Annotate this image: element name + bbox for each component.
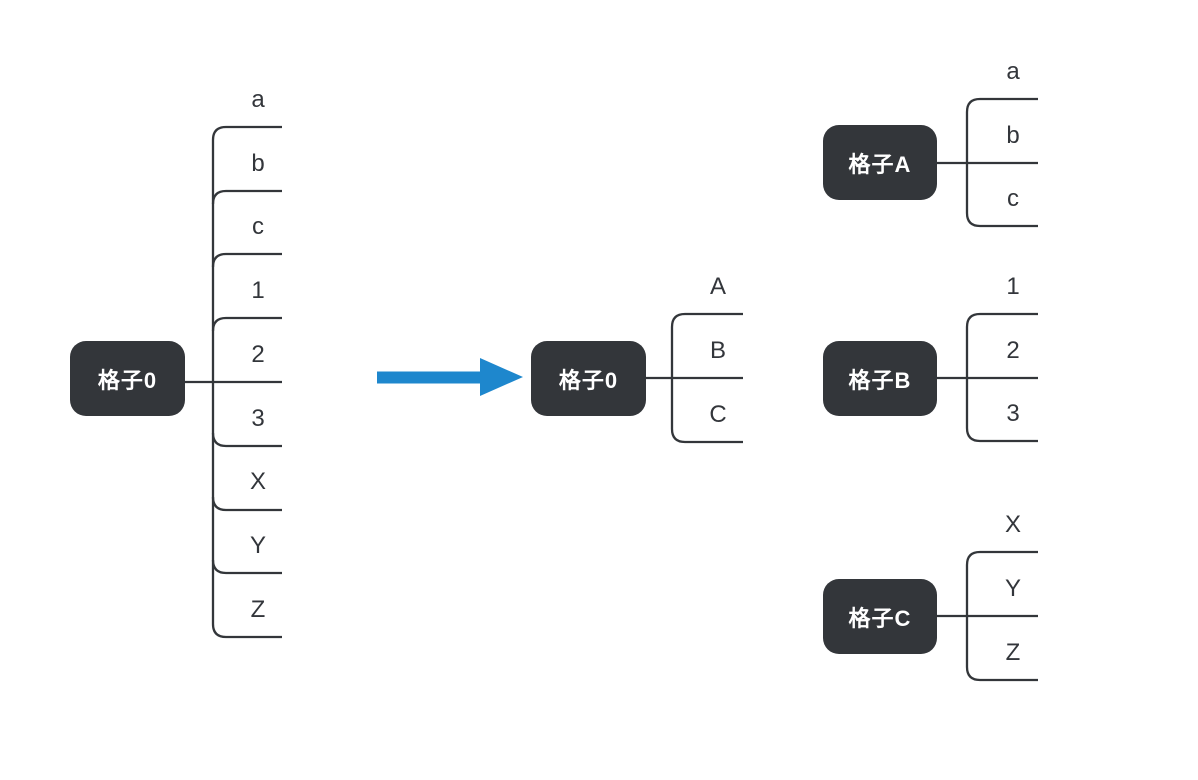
before-branch-y: [211, 559, 282, 575]
branch-label: c: [1007, 185, 1019, 212]
group-a-branch-c: [965, 212, 1038, 228]
after-root-branch-C: [670, 428, 743, 444]
before-branch-b: [211, 189, 282, 205]
before-branch-1: [211, 316, 282, 332]
branch-label: X: [1004, 511, 1022, 538]
branch-label: Y: [1004, 575, 1022, 602]
before-branch-x: [211, 496, 282, 512]
before-branch-a: [211, 125, 282, 141]
branch-label: b: [1006, 122, 1020, 149]
branch-label: X: [249, 468, 267, 495]
node-before-root: 格子0: [70, 341, 185, 416]
branch-label: 3: [1006, 400, 1020, 427]
before-branch-c: [211, 252, 282, 268]
before-branch-z: [211, 623, 282, 639]
branch-label: a: [251, 86, 265, 113]
node-after-root: 格子0: [531, 341, 646, 416]
group-c-branch-z: [965, 666, 1038, 682]
group-b-branch-1: [965, 312, 1038, 328]
node-group-b: 格子B: [823, 341, 937, 416]
connector-lines: [185, 97, 1038, 682]
branch-label: Y: [249, 532, 267, 559]
branch-label: a: [1006, 58, 1020, 85]
branch-label: 3: [251, 405, 265, 432]
branch-label: b: [251, 150, 265, 177]
branch-label: A: [709, 273, 727, 300]
branch-label: 2: [251, 341, 265, 368]
right-arrow-icon: [377, 358, 523, 396]
group-a-branch-a: [965, 97, 1038, 113]
branch-label: C: [709, 401, 727, 428]
node-group-a: 格子A: [823, 125, 937, 200]
branch-label: Z: [250, 596, 266, 623]
group-c-branch-x: [965, 550, 1038, 566]
branch-label: 1: [251, 277, 265, 304]
branch-label: 1: [1006, 273, 1020, 300]
branch-label: B: [709, 337, 727, 364]
group-b-branch-3: [965, 427, 1038, 443]
node-group-c: 格子C: [823, 579, 937, 654]
branch-label: Z: [1005, 639, 1021, 666]
branch-label: 2: [1006, 337, 1020, 364]
after-root-branch-A: [670, 312, 743, 328]
before-branch-3: [211, 432, 282, 448]
branch-label: c: [252, 213, 264, 240]
